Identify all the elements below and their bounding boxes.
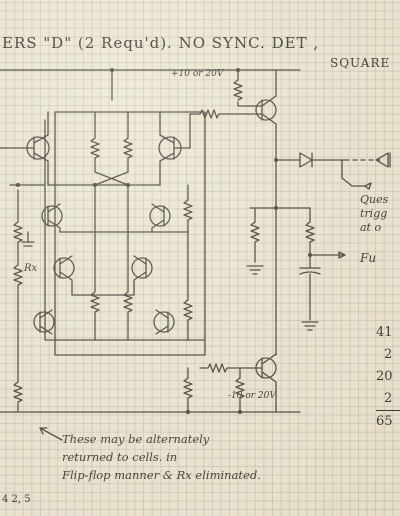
note-line: These may be alternately xyxy=(62,432,210,446)
resistor xyxy=(90,137,100,173)
transistor-q1 xyxy=(255,99,277,121)
margin-note-line: at o xyxy=(360,221,382,234)
number: 65 xyxy=(376,414,393,429)
margin-note: Ques trigg at o xyxy=(360,193,388,235)
negative-supply-label: -10 or 20V xyxy=(228,391,276,401)
resistor xyxy=(183,377,193,413)
resistor xyxy=(207,363,263,373)
number: 20 xyxy=(376,369,393,384)
resistor xyxy=(13,264,23,301)
resistor xyxy=(13,221,23,266)
output-label: Fu xyxy=(360,251,377,265)
capacitor xyxy=(299,267,321,275)
page-mark: 4 2, 5 xyxy=(2,494,31,505)
margin-note-line: Ques xyxy=(360,193,389,206)
diode xyxy=(299,152,313,168)
resistor xyxy=(90,291,100,341)
note-line: Flip-flop manner & Rx eliminated. xyxy=(62,468,261,482)
transistor-q10 xyxy=(153,311,175,333)
number: 2 xyxy=(384,347,393,362)
transistor-q9 xyxy=(131,257,153,279)
note-line: returned to cells. in xyxy=(62,450,178,464)
resistor xyxy=(13,381,23,413)
resistor xyxy=(183,199,193,233)
transistor-q5 xyxy=(41,205,63,227)
transistor-q6 xyxy=(149,205,171,227)
transistor-q8 xyxy=(33,311,55,333)
diode xyxy=(375,152,391,168)
rx-resistor-label: Rx xyxy=(24,263,38,274)
resistor xyxy=(250,221,260,263)
resistor xyxy=(199,109,263,119)
resistor xyxy=(123,137,133,173)
transistor-q7 xyxy=(53,257,75,279)
schematic-title-line2: SQUARE xyxy=(330,56,391,70)
resistor xyxy=(183,299,193,341)
positive-supply-label: +10 or 20V xyxy=(171,69,224,79)
resistor xyxy=(233,79,243,101)
margin-numbers: 41 2 20 2 65 xyxy=(376,322,400,433)
margin-note-line: trigg xyxy=(360,207,388,220)
number: 41 xyxy=(376,325,393,340)
resistor xyxy=(235,377,245,411)
resistor xyxy=(123,291,133,341)
number: 2 xyxy=(376,388,400,411)
resistor xyxy=(305,221,315,256)
handwritten-note: These may be alternately returned to cel… xyxy=(62,430,261,484)
schematic-title: ERS "D" (2 Requ'd). NO SYNC. DET , xyxy=(2,34,320,52)
